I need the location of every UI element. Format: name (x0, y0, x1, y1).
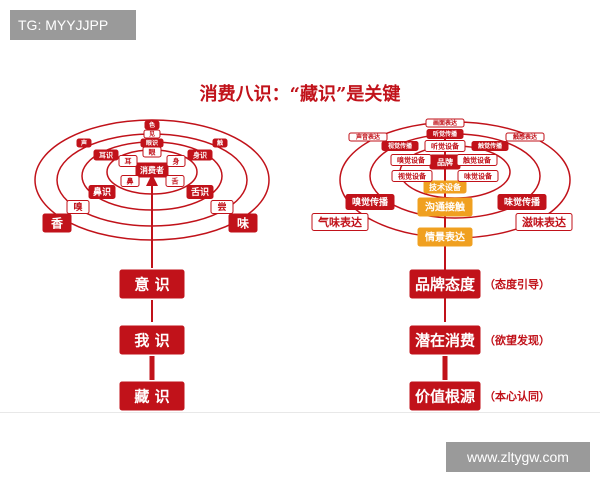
watermark-top: TG: MYYJJPP (10, 10, 136, 40)
left-stack-box (119, 269, 185, 299)
left-inner-node (118, 155, 138, 167)
left-outer-node-label: 味 (237, 215, 249, 230)
left-mid-node (187, 149, 213, 161)
right-inner-node-label: 味觉设备 (464, 172, 493, 181)
right-expr-node-label: 滋味表达 (522, 215, 566, 229)
right-outer-node (345, 194, 395, 210)
left-outer-node-label: 嗅 (73, 201, 83, 213)
left-outer-node (88, 185, 116, 199)
left-top-node-label: 见 (149, 130, 155, 138)
left-mid-node-label: 耳识 (99, 151, 113, 160)
left-outer-node (186, 185, 214, 199)
left-inner-node-label: 舌 (172, 177, 179, 186)
right-mid-node (381, 141, 419, 151)
right-stack-box-label: 价值根源 (415, 387, 475, 405)
right-mid-node-label: 触觉传播 (477, 142, 503, 150)
right-inner-node (391, 170, 433, 182)
left-outer-node-label: 舌识 (191, 186, 209, 198)
right-stack-note: （态度引导） (484, 277, 550, 291)
right-expr-node-label: 触感表达 (512, 133, 537, 141)
right-inner-node-label: 触觉设备 (462, 156, 492, 165)
right-expr-node-label: 气味表达 (317, 215, 362, 229)
left-top-node (144, 120, 160, 130)
right-orange-node-label: 沟通接触 (425, 201, 465, 214)
right-orange-node (417, 227, 473, 247)
divider (0, 412, 600, 413)
right-inner-node (457, 170, 499, 182)
right-stack-note: （本心认同） (484, 389, 550, 403)
right-stack-box (409, 269, 481, 299)
right-expr-node (311, 213, 369, 231)
right-orange-node (417, 197, 473, 217)
right-inner-node (390, 154, 432, 166)
right-inner-node-label: 听觉设备 (431, 142, 460, 151)
left-stack-box-label: 意 识 (134, 275, 169, 293)
left-stack-box (119, 381, 185, 411)
right-orange-node-label: 技术设备 (429, 182, 462, 192)
left-inner-node (165, 175, 185, 187)
right-expr-node (425, 118, 465, 128)
right-stack-note: （欲望发现） (484, 333, 550, 347)
left-mid-node (93, 149, 119, 161)
right-outer-node-label: 味觉传播 (504, 196, 541, 208)
left-outer-node-label: 尝 (217, 201, 226, 213)
left-outer-node (228, 213, 258, 233)
left-outer-node (66, 200, 90, 214)
left-outer-node-label: 香 (50, 215, 63, 230)
right-expr-node-label: 画面表达 (433, 119, 457, 127)
right-mid-node (426, 129, 464, 139)
right-orange-node-label: 情景表达 (425, 231, 465, 244)
left-top-node-label: 色 (149, 121, 155, 129)
right-mid-node (471, 141, 509, 151)
left-outer-node-label: 鼻识 (93, 186, 111, 198)
left-mid-node-label: 身识 (192, 151, 207, 160)
right-center-node-label: 品牌 (437, 157, 453, 167)
right-outer-node-label: 嗅觉传播 (352, 196, 389, 208)
left-inner-node (120, 175, 140, 187)
right-inner-node-label: 嗅觉设备 (397, 156, 426, 165)
right-stack-box (409, 381, 481, 411)
left-outer-node (210, 200, 234, 214)
left-center-node (135, 162, 169, 178)
right-mid-node-label: 视觉传播 (388, 142, 413, 150)
right-expr-node (505, 132, 545, 142)
left-inner-node-label: 耳 (125, 157, 132, 166)
right-expr-node (348, 132, 388, 142)
left-top-node (140, 138, 164, 148)
left-mid-node-label: 眼 (149, 148, 156, 157)
left-corner-node-label: 触 (216, 139, 223, 147)
left-corner-node (212, 138, 228, 148)
right-outer-node (497, 194, 547, 210)
right-expr-node (515, 213, 573, 231)
right-inner-node (424, 140, 466, 152)
left-stack-box-label: 我 识 (134, 331, 169, 349)
left-stack-box (119, 325, 185, 355)
left-inner-node-label: 身 (172, 157, 180, 166)
watermark-bottom: www.zltygw.com (446, 442, 590, 472)
right-stack-box (409, 325, 481, 355)
left-top-node-label: 眼识 (146, 139, 158, 147)
right-orange-node (423, 180, 467, 194)
right-mid-node-label: 听觉传播 (433, 130, 458, 138)
right-inner-node (456, 154, 498, 166)
right-stack-box-label: 潜在消费 (415, 331, 475, 349)
left-top-node (143, 129, 161, 139)
left-outer-node (42, 213, 72, 233)
left-inner-node (166, 155, 186, 167)
left-corner-node (76, 138, 92, 148)
right-expr-node-label: 声音表达 (355, 133, 380, 141)
left-stack-box-label: 藏 识 (134, 387, 169, 405)
left-corner-node-label: 声 (80, 139, 87, 147)
page-title: 消费八识：“藏识”是关键 (199, 84, 401, 105)
left-center-node-label: 消费者 (140, 165, 164, 175)
right-stack-box-label: 品牌态度 (415, 275, 476, 293)
right-inner-node-label: 视觉设备 (398, 172, 427, 181)
left-inner-node-label: 鼻 (127, 177, 134, 186)
